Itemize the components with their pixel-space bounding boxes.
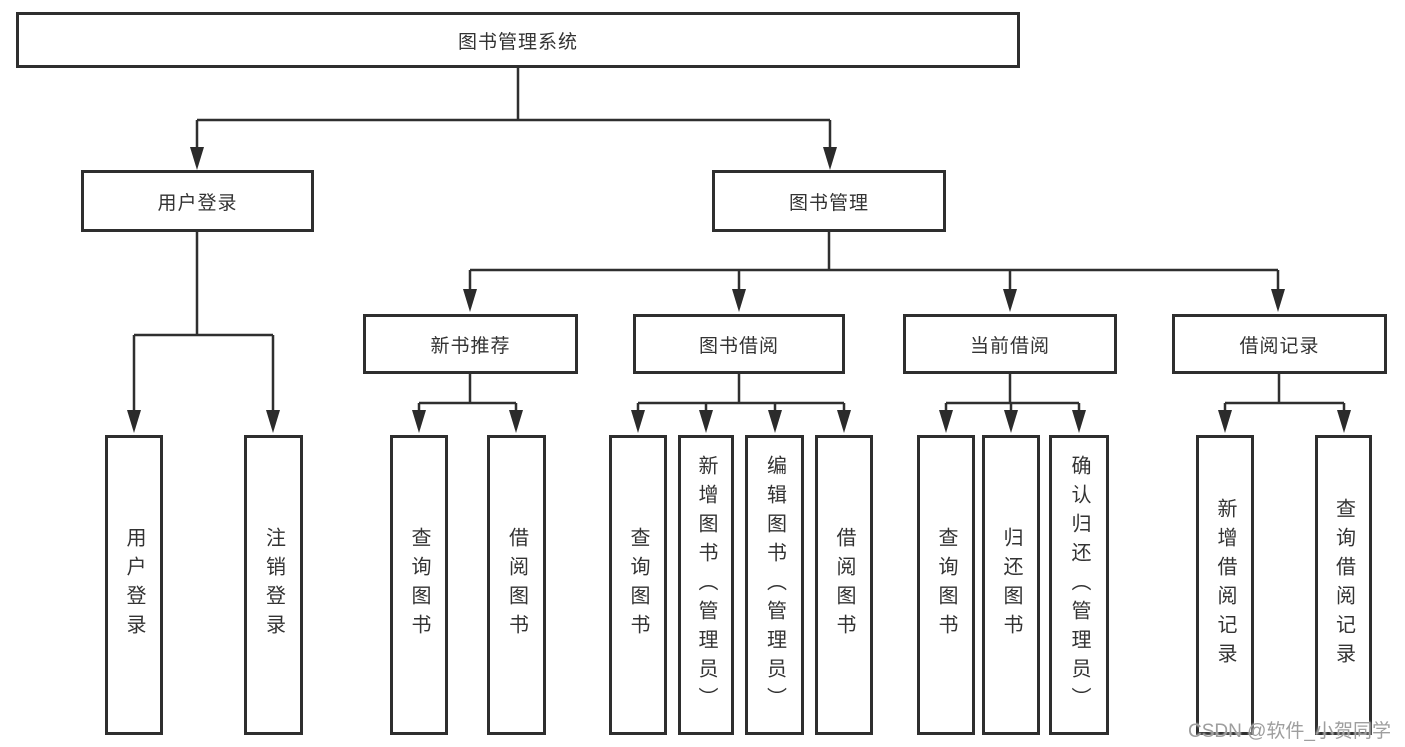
leaf-label: 新增借阅记录 bbox=[1214, 498, 1236, 672]
arrow-down-icon bbox=[699, 410, 713, 433]
leaf-user-login: 用户登录 bbox=[105, 435, 163, 735]
leaf-label: 查询图书 bbox=[408, 527, 430, 643]
leaf-label: 新增图书（管理员） bbox=[695, 454, 717, 716]
node-borrowing: 图书借阅 bbox=[633, 314, 845, 374]
leaf-query-books-1: 查询图书 bbox=[390, 435, 448, 735]
node-current-borrow-label: 当前借阅 bbox=[969, 335, 1050, 357]
node-borrowing-label: 图书借阅 bbox=[698, 335, 779, 357]
leaf-label: 查询图书 bbox=[627, 527, 649, 643]
arrow-down-icon bbox=[1337, 410, 1351, 433]
node-root-label: 图书管理系统 bbox=[457, 31, 578, 53]
node-user-login: 用户登录 bbox=[81, 170, 314, 232]
leaf-query-books-2: 查询图书 bbox=[609, 435, 667, 735]
leaf-label: 编辑图书（管理员） bbox=[763, 454, 786, 716]
node-user-login-label: 用户登录 bbox=[157, 192, 238, 214]
arrow-down-icon bbox=[1004, 410, 1018, 433]
leaf-label: 注销登录 bbox=[262, 527, 285, 643]
arrow-down-icon bbox=[266, 410, 280, 433]
arrow-down-icon bbox=[1271, 289, 1285, 312]
leaf-return-books: 归还图书 bbox=[982, 435, 1040, 735]
leaf-label: 确认归还（管理员） bbox=[1068, 454, 1090, 716]
leaf-query-books-3: 查询图书 bbox=[917, 435, 975, 735]
leaf-borrow-books-1: 借阅图书 bbox=[487, 435, 546, 735]
arrow-down-icon bbox=[412, 410, 426, 433]
leaf-add-books-admin: 新增图书（管理员） bbox=[678, 435, 734, 735]
leaf-confirm-return-admin: 确认归还（管理员） bbox=[1049, 435, 1109, 735]
leaf-label: 查询图书 bbox=[935, 527, 957, 643]
arrow-down-icon bbox=[127, 410, 141, 433]
csdn-watermark: CSDN @软件_小贺同学 bbox=[1188, 721, 1391, 742]
leaf-add-borrow-record: 新增借阅记录 bbox=[1196, 435, 1254, 735]
leaf-label: 归还图书 bbox=[1000, 527, 1022, 643]
arrow-down-icon bbox=[939, 410, 953, 433]
leaf-label: 查询借阅记录 bbox=[1332, 498, 1355, 672]
node-book-mgmt-label: 图书管理 bbox=[788, 192, 869, 214]
leaf-query-borrow-record: 查询借阅记录 bbox=[1315, 435, 1372, 735]
node-new-books-label: 新书推荐 bbox=[430, 335, 511, 357]
leaf-logout: 注销登录 bbox=[244, 435, 303, 735]
leaf-label: 借阅图书 bbox=[833, 527, 855, 643]
arrow-down-icon bbox=[1003, 289, 1017, 312]
arrow-down-icon bbox=[463, 289, 477, 312]
arrow-down-icon bbox=[823, 147, 837, 170]
arrow-down-icon bbox=[768, 410, 782, 433]
arrow-down-icon bbox=[631, 410, 645, 433]
node-root: 图书管理系统 bbox=[16, 12, 1020, 68]
node-book-mgmt: 图书管理 bbox=[712, 170, 946, 232]
leaf-borrow-books-2: 借阅图书 bbox=[815, 435, 873, 735]
node-borrow-records-label: 借阅记录 bbox=[1239, 335, 1320, 357]
arrow-down-icon bbox=[190, 147, 204, 170]
node-current-borrow: 当前借阅 bbox=[903, 314, 1117, 374]
arrow-down-icon bbox=[1072, 410, 1086, 433]
arrow-down-icon bbox=[509, 410, 523, 433]
arrow-down-icon bbox=[837, 410, 851, 433]
leaf-edit-books-admin: 编辑图书（管理员） bbox=[745, 435, 804, 735]
arrow-down-icon bbox=[732, 289, 746, 312]
node-new-books: 新书推荐 bbox=[363, 314, 578, 374]
arrow-down-icon bbox=[1218, 410, 1232, 433]
node-borrow-records: 借阅记录 bbox=[1172, 314, 1387, 374]
leaf-label: 借阅图书 bbox=[505, 527, 528, 643]
leaf-label: 用户登录 bbox=[123, 527, 145, 643]
